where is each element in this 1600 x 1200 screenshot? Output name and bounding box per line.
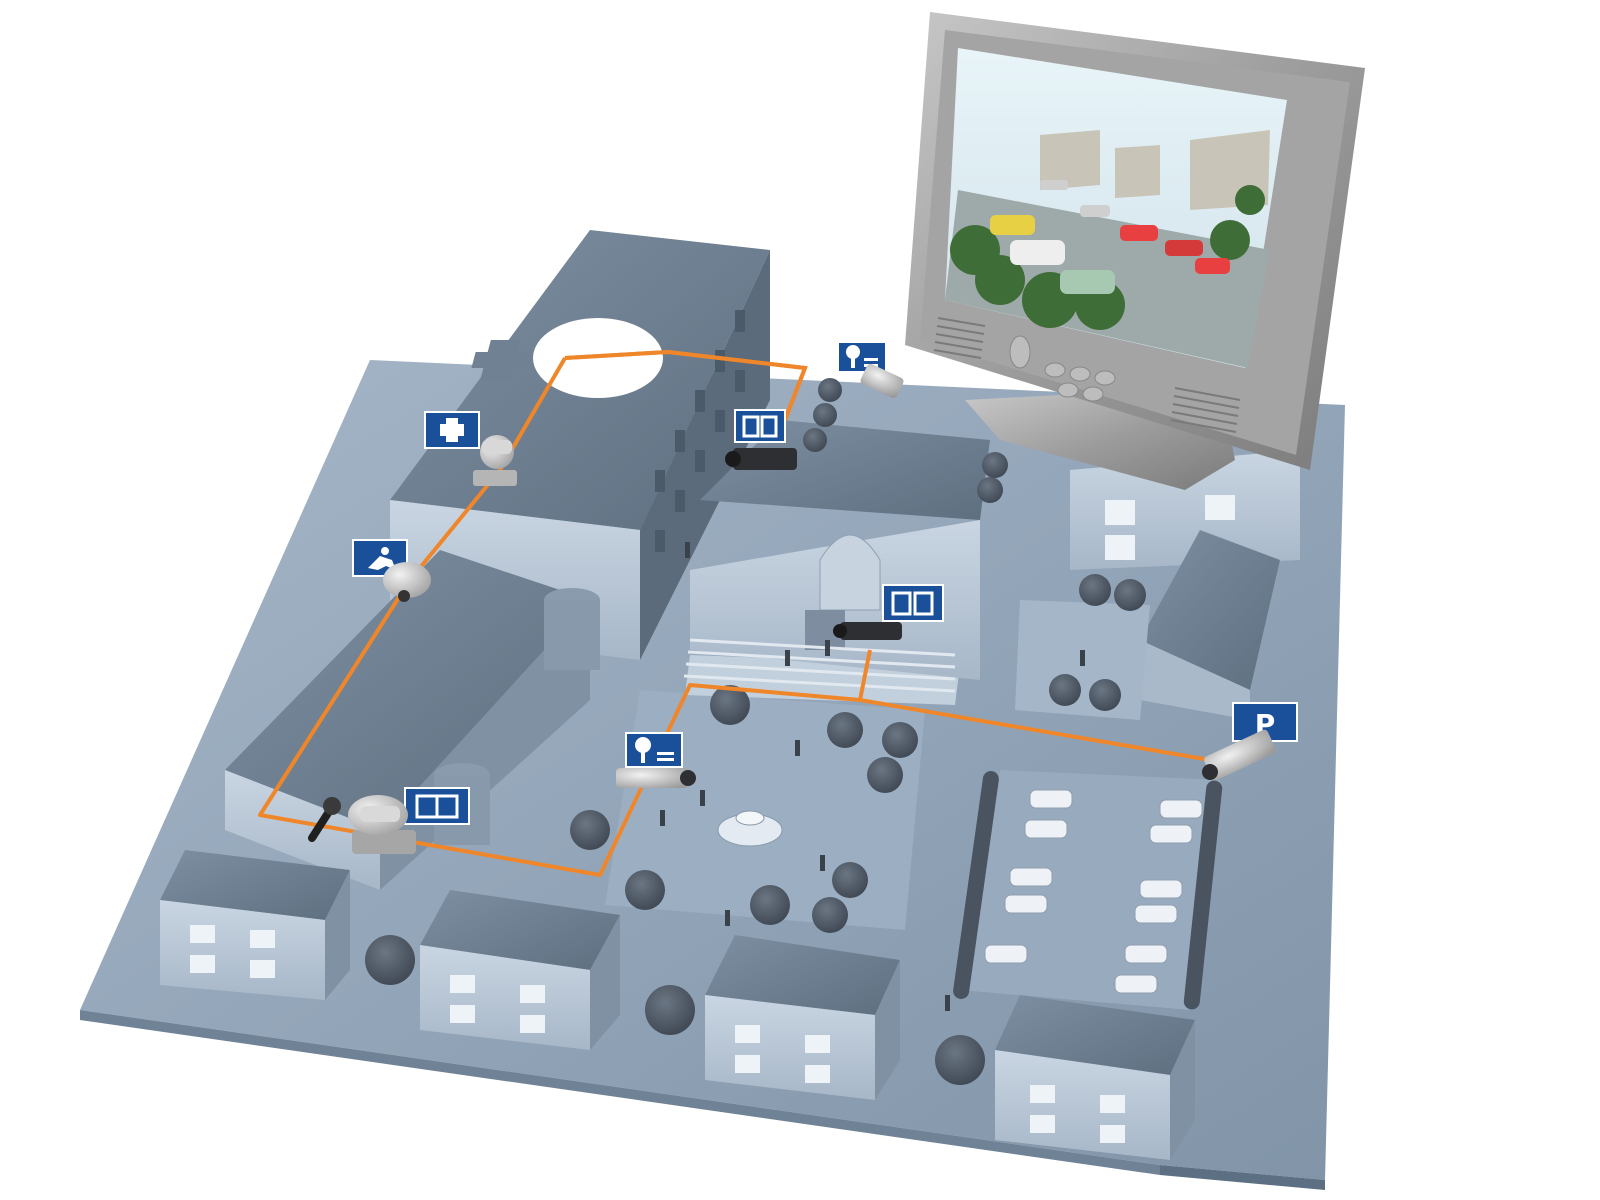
- building-front-1: [160, 850, 350, 1000]
- sign-entrance-top: [735, 410, 785, 442]
- sign-park-square: [626, 733, 682, 767]
- exit-button[interactable]: [1058, 383, 1078, 397]
- building-front-3: [705, 935, 900, 1100]
- adjust-button[interactable]: [1095, 371, 1115, 385]
- camera-entrance-box-main: [833, 622, 902, 640]
- ptz-camera-icon: [360, 806, 400, 822]
- box-camera-icon: [840, 622, 902, 640]
- dome-camera-icon: [398, 590, 410, 602]
- parking-lot: [952, 770, 1223, 1010]
- power-button[interactable]: [1010, 336, 1030, 368]
- camera-entrance-box-top: [725, 448, 797, 470]
- microphone-icon: [323, 797, 341, 815]
- menu-button[interactable]: [1045, 363, 1065, 377]
- sign-sliding-door: [405, 788, 469, 824]
- ptz-camera-icon: [482, 440, 512, 454]
- box-camera-icon: [616, 768, 688, 788]
- select-button[interactable]: [1070, 367, 1090, 381]
- sign-hospital: [425, 412, 479, 448]
- sign-entrance-main: [883, 585, 943, 621]
- building-front-4: [995, 995, 1195, 1160]
- box-camera-icon: [733, 448, 797, 470]
- camera-square-box: [616, 768, 696, 788]
- auto-button[interactable]: [1083, 387, 1103, 401]
- building-front-2: [420, 890, 620, 1050]
